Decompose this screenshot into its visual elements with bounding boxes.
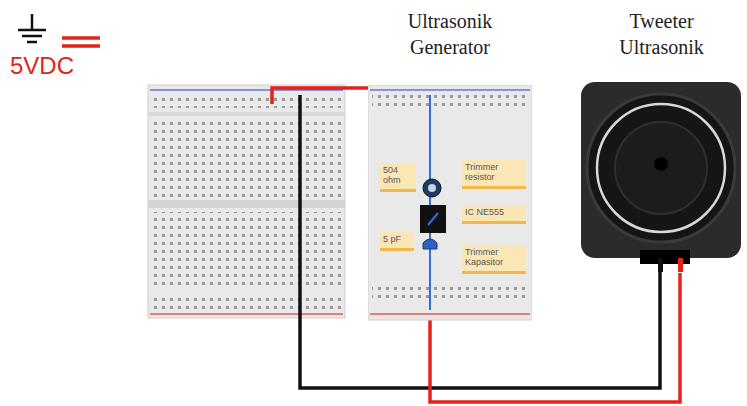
component-tag: IC NE555 (462, 205, 526, 224)
component-tag: 5 pF (380, 232, 414, 251)
voltage-label: 5VDC (10, 52, 74, 80)
component-label: IC NE555 (465, 207, 523, 217)
component-label: Trimmer resistor (465, 162, 523, 183)
component-tag: 504 ohm (380, 163, 416, 192)
part-heading: Ultrasonik Generator (390, 8, 510, 60)
part-heading: Tweeter Ultrasonik (602, 8, 722, 60)
breadboard (368, 85, 532, 321)
component-label: 5 pF (383, 234, 411, 244)
supply-stub (62, 38, 100, 46)
generator-board: Ultrasonik Generator 504 ohm Trimmer resis… (368, 8, 532, 320)
component-tag: Trimmer Kapasitor (462, 245, 526, 274)
component-label: 504 ohm (383, 165, 413, 186)
component-label: Trimmer Kapasitor (465, 247, 523, 268)
speaker-drawing (578, 80, 745, 275)
ground-symbol (18, 14, 46, 42)
tweeter: Tweeter Ultrasonik (578, 8, 745, 273)
breadboard (148, 85, 345, 318)
component-tag: Trimmer resistor (462, 160, 526, 189)
